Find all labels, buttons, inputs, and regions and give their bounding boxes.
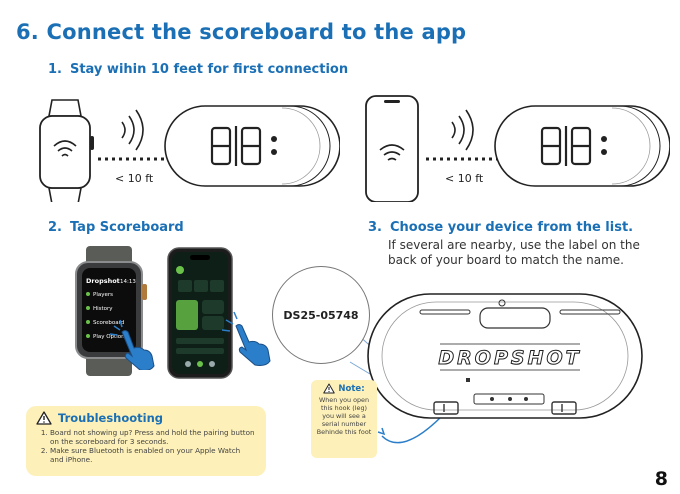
scoreboard-foot-right-icon — [551, 401, 577, 415]
scoreboard-outline-icon — [164, 105, 340, 187]
distance-label-right: < 10 ft — [445, 172, 484, 185]
step-2-number: 2. — [48, 220, 62, 235]
note-title: Note: — [338, 383, 365, 394]
scoreboard-back-illustration: DROPSHOT — [329, 293, 643, 444]
watch-menu-history: History — [93, 306, 113, 312]
phone-to-scoreboard-illustration — [365, 95, 670, 202]
signal-waves-icon — [451, 109, 474, 151]
serial-number-callout: DS25-05748 — [272, 266, 370, 364]
scoreboard-outline-icon — [494, 105, 670, 187]
step-3-number: 3. — [368, 220, 382, 235]
watch-menu-scoreboard: Scoreboard — [93, 320, 124, 326]
step-3-heading: 3. Choose your device from the list. — [368, 220, 633, 235]
note-box: Note: When you open this hook (leg) you … — [311, 380, 377, 458]
brand-logo-text: DROPSHOT — [438, 347, 581, 369]
watch-time-text: 14:13 — [120, 279, 136, 285]
troubleshooting-list: Board not showing up? Press and hold the… — [36, 428, 256, 464]
watch-to-scoreboard-illustration — [39, 99, 340, 202]
watch-brand-text: Dropshot — [86, 277, 120, 285]
step-2-heading: 2. Tap Scoreboard — [48, 220, 184, 235]
step-3-description: If several are nearby, use the label on … — [388, 238, 640, 267]
iphone-outline-icon — [365, 95, 419, 202]
apple-watch-outline-icon — [39, 99, 94, 202]
troubleshooting-item: Board not showing up? Press and hold the… — [50, 428, 256, 446]
troubleshooting-box: Troubleshooting Board not showing up? Pr… — [26, 406, 266, 476]
apple-watch-app-image: Dropshot 14:13 Players History Scoreboar… — [75, 246, 147, 376]
step-1-label: Stay wihin 10 feet for first connection — [69, 62, 349, 77]
tapping-hand-icon — [222, 311, 271, 366]
warning-icon — [36, 411, 52, 425]
step-3-label: Choose your device from the list. — [389, 220, 634, 235]
watch-menu-play-options: Play Options — [93, 334, 128, 340]
note-body: When you open this hook (leg) you will s… — [316, 396, 372, 436]
iphone-app-image — [167, 247, 233, 379]
warning-icon — [323, 383, 336, 394]
step-1-heading: 1. Stay wihin 10 feet for first connectio… — [48, 62, 348, 77]
tapping-hand-icon — [109, 319, 155, 370]
step-1-number: 1. — [48, 62, 62, 77]
troubleshooting-title: Troubleshooting — [58, 411, 164, 425]
page-title: 6. Connect the scoreboard to the app — [16, 20, 467, 44]
watch-menu-players: Players — [93, 292, 113, 298]
distance-label-left: < 10 ft — [115, 172, 154, 185]
signal-waves-icon — [121, 109, 144, 151]
scoreboard-foot-left-icon — [433, 401, 459, 415]
page-number: 8 — [654, 468, 668, 490]
serial-number: DS25-05748 — [283, 308, 359, 322]
step-2-label: Tap Scoreboard — [69, 220, 184, 235]
troubleshooting-item: Make sure Bluetooth is enabled on your A… — [50, 446, 256, 464]
